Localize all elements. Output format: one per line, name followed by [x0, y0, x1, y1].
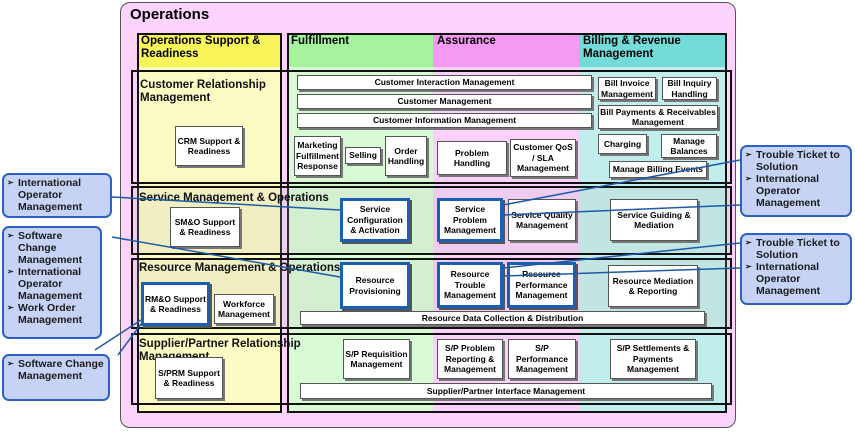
callout-left-2-item-3: Work Order Management: [7, 302, 96, 326]
callout-left-3: Software Change Management: [2, 354, 110, 401]
customer-management-box: Customer Management: [297, 94, 592, 109]
workforce-management-box: Workforce Management: [214, 294, 274, 324]
smo-support-readiness-box: SM&O Support & Readiness: [170, 207, 240, 247]
fulfillment-column-header: Fulfillment: [287, 33, 433, 67]
resource-data-collection-box: Resource Data Collection & Distribution: [300, 311, 705, 325]
supplier-partner-interface-box: Supplier/Partner Interface Management: [300, 383, 712, 399]
resource-provisioning-box: Resource Provisioning: [340, 262, 410, 309]
service-quality-management-box: Service Quality Management: [508, 199, 576, 241]
bill-payments-receivables-box: Bill Payments & Receivables Management: [598, 105, 718, 129]
osr-column-header: Operations Support & Readiness: [137, 33, 282, 67]
osr-column-frame: [137, 33, 282, 413]
rmo-row-label: Resource Management & Operations: [139, 262, 341, 274]
marketing-fulfillment-response-box: Marketing Fulfillment Response: [294, 136, 341, 176]
bill-inquiry-handling-box: Bill Inquiry Handling: [662, 77, 717, 100]
service-configuration-activation-box: Service Configuration & Activation: [340, 198, 410, 242]
service-problem-management-box: Service Problem Management: [437, 198, 503, 242]
service-guiding-mediation-box: Service Guiding & Mediation: [610, 199, 698, 241]
callout-left-3-item-1: Software Change Management: [7, 358, 104, 382]
assurance-column-header: Assurance: [433, 33, 579, 67]
manage-balances-box: Manage Balances: [661, 134, 717, 158]
sp-performance-management-box: S/P Performance Management: [508, 339, 576, 379]
callout-left-2-item-2: International Operator Management: [7, 266, 96, 302]
customer-information-management-box: Customer Information Management: [297, 113, 592, 128]
callout-right-2-item-1: Trouble Ticket to Solution: [745, 237, 846, 261]
charging-box: Charging: [598, 134, 647, 154]
callout-right-1-item-1: Trouble Ticket to Solution: [745, 149, 846, 173]
callout-left-1-item-1: International Operator Management: [7, 177, 106, 213]
sprm-support-readiness-box: S/PRM Support & Readiness: [155, 357, 223, 399]
crm-row: [131, 70, 732, 184]
resource-mediation-reporting-box: Resource Mediation & Reporting: [608, 265, 698, 307]
rmo-support-readiness-box: RM&O Support & Readiness: [141, 282, 210, 326]
operations-title: Operations: [130, 6, 210, 23]
crm-row-label: Customer Relationship Management: [140, 79, 266, 104]
sp-settlements-payments-box: S/P Settlements & Payments Management: [610, 339, 696, 379]
order-handling-box: Order Handling: [385, 136, 427, 176]
problem-handling-box: Problem Handling: [437, 141, 507, 175]
resource-trouble-management-box: Resource Trouble Management: [437, 262, 503, 308]
manage-billing-events-box: Manage Billing Events: [609, 161, 707, 178]
selling-box: Selling: [345, 147, 381, 164]
callout-left-1: International Operator Management: [2, 173, 112, 218]
bill-invoice-management-box: Bill Invoice Management: [598, 77, 656, 100]
callout-right-2: Trouble Ticket to Solution International…: [740, 233, 852, 305]
sp-problem-reporting-box: S/P Problem Reporting & Management: [437, 339, 503, 379]
callout-left-2: Software Change Management International…: [2, 226, 102, 339]
callout-right-2-item-2: International Operator Management: [745, 261, 846, 297]
callout-right-1-item-2: International Operator Management: [745, 173, 846, 209]
fab-column-frame: [287, 33, 727, 413]
customer-qos-sla-management-box: Customer QoS / SLA Management: [510, 139, 576, 177]
customer-interaction-management-box: Customer Interaction Management: [297, 75, 592, 90]
sp-requisition-management-box: S/P Requisition Management: [343, 339, 410, 379]
sprm-row: [131, 333, 732, 405]
callout-left-2-item-1: Software Change Management: [7, 230, 96, 266]
crm-support-readiness-box: CRM Support & Readiness: [175, 126, 243, 166]
callout-right-1: Trouble Ticket to Solution International…: [740, 145, 852, 217]
billing-column-header: Billing & Revenue Management: [579, 33, 727, 67]
